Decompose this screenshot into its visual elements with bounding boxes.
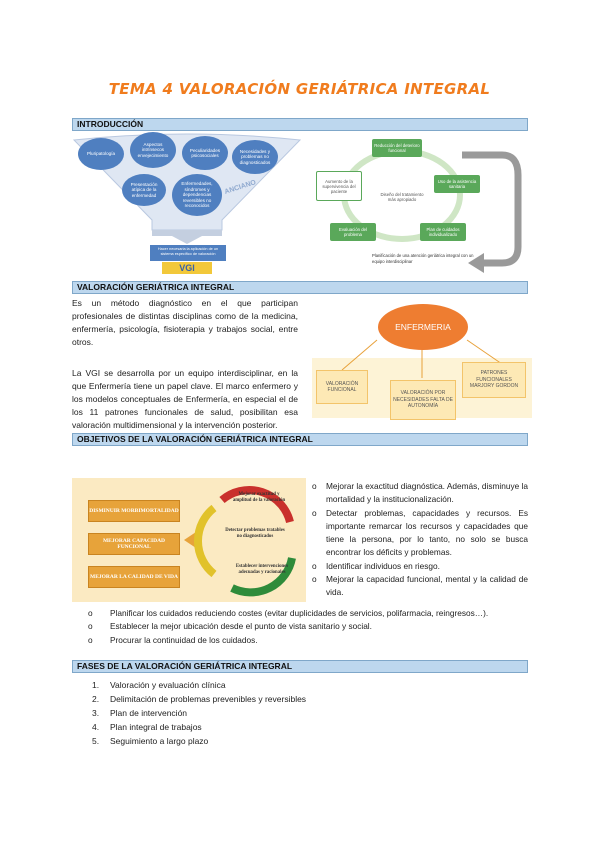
cycle-diagram: Reducción del deterioro funcional Uso de…	[312, 135, 528, 275]
cycle-bottom-left: Evaluación del problema	[330, 223, 376, 241]
bubble-aspectos: Aspectos intrínsecos envejecimiento	[130, 132, 176, 168]
bubble-enfermedades: Enfermedades, síndromes y dependencias r…	[172, 174, 222, 216]
list-item: 2.Delimitación de problemas prevenibles …	[92, 694, 307, 704]
obj-cycle-1: Mejorar exactitud y amplitud de la valor…	[232, 492, 286, 503]
list-item: 4.Plan integral de trabajos	[92, 722, 202, 732]
list-item: 5.Seguimiento a largo plazo	[92, 736, 209, 746]
obj-cycle-3: Establecer intervenciones adecuadas y ra…	[235, 564, 289, 575]
obj-box-calidad: MEJORAR LA CALIDAD DE VIDA	[88, 566, 180, 588]
bubble-pluripatologia: Pluripatología	[78, 138, 124, 170]
bubble-peculiaridades: Peculiaridades psicosociales	[182, 136, 228, 170]
enfermeria-circle: ENFERMERIA	[378, 304, 468, 350]
enf-valoracion-necesidades: VALORACIÓN POR NECESIDADES FALTA DE AUTO…	[390, 380, 456, 420]
fases-list: 1.Valoración y evaluación clínica 2.Deli…	[92, 678, 306, 748]
obj-box-capacidad: MEJORAR CAPACIDAD FUNCIONAL	[88, 533, 180, 555]
section-header-vgi: VALORACIÓN GERIÁTRICA INTEGRAL	[72, 281, 528, 294]
enfermeria-diagram: ENFERMERIA VALORACIÓN FUNCIONAL VALORACI…	[312, 300, 532, 422]
section-header-introduccion: INTRODUCCIÓN	[72, 118, 528, 131]
list-item: 1.Valoración y evaluación clínica	[92, 680, 226, 690]
list-item: 3.Plan de intervención	[92, 708, 188, 718]
funnel-bottom-text: Hacer necesaria la aplicación de un sist…	[157, 247, 219, 256]
cycle-top: Reducción del deterioro funcional	[372, 139, 422, 157]
enf-valoracion-funcional: VALORACIÓN FUNCIONAL	[316, 370, 368, 404]
vgi-paragraph-1: Es un método diagnóstico en el que parti…	[72, 298, 298, 347]
page-title: TEMA 4 VALORACIÓN GERIÁTRICA INTEGRAL	[108, 80, 491, 98]
vgi-paragraph-2: La VGI se desarrolla por un equipo inter…	[72, 368, 298, 430]
bubble-necesidades: Necesidades y problemas no diagnosticado…	[232, 140, 278, 174]
section-header-fases: FASES DE LA VALORACIÓN GERIÁTRICA INTEGR…	[72, 660, 528, 673]
obj-cycle-2: Detectar problemas tratables no diagnost…	[225, 528, 285, 539]
bubble-presentacion: Presentación atípica de la enfermedad	[122, 174, 166, 206]
vgi-badge: VGI	[179, 263, 195, 273]
cycle-caption: Planificación de una atención geriátrica…	[372, 253, 474, 264]
cycle-left: Aumento de la supervivencia del paciente	[316, 171, 362, 201]
objetivos-graphic: DISMINUIR MORBIMORTALIDAD MEJORAR CAPACI…	[72, 478, 306, 602]
cycle-bottom-right: Plan de cuidados individualizado	[420, 223, 466, 241]
section-header-objetivos: OBJETIVOS DE LA VALORACIÓN GERIÁTRICA IN…	[72, 433, 528, 446]
cycle-right: Uso de la asistencia sanitaria	[434, 175, 480, 193]
cycle-center: Diseño del tratamiento más apropiado	[380, 192, 424, 202]
objetivos-cycle	[184, 486, 296, 597]
funnel-diagram: Pluripatología Aspectos intrínsecos enve…	[72, 132, 302, 274]
enf-patrones-funcionales: PATRONES FUNCIONALES MARJORY GORDON	[462, 362, 526, 398]
obj-box-morbimortalidad: DISMINUIR MORBIMORTALIDAD	[88, 500, 180, 522]
